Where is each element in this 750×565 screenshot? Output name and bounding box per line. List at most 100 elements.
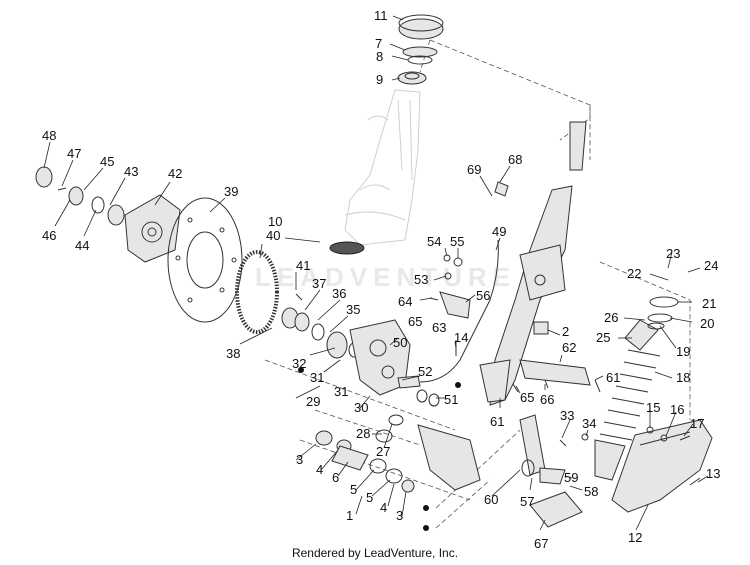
callout: 16 (670, 402, 684, 417)
callout: 3 (396, 508, 403, 523)
callout: 13 (706, 466, 720, 481)
cable-clip (494, 181, 509, 197)
head-bearing-set (397, 14, 444, 85)
callout: 11 (374, 8, 388, 23)
callout: 18 (676, 370, 690, 385)
sensor-bracket (429, 254, 471, 319)
hub-small-parts (35, 166, 125, 226)
callout: 64 (398, 294, 412, 309)
callout: 28 (356, 426, 370, 441)
shock-absorber (594, 296, 679, 481)
wheel-hub (124, 194, 181, 263)
cover-ring (329, 241, 365, 255)
callout-labels: 11 7 8 9 48 47 45 43 42 39 46 44 10 40 4… (42, 8, 720, 551)
callout: 49 (492, 224, 506, 239)
callout: 31 (334, 384, 348, 399)
dot-marker (423, 525, 429, 531)
callout: 5 (350, 482, 357, 497)
brake-disc (167, 197, 243, 323)
fender (611, 419, 713, 513)
cylinder (529, 491, 583, 528)
callout: 68 (508, 152, 522, 167)
callout: 47 (67, 146, 81, 161)
callout: 48 (42, 128, 56, 143)
callout: 25 (596, 330, 610, 345)
callout: 58 (584, 484, 598, 499)
callout: 30 (354, 400, 368, 415)
callout: 37 (312, 276, 326, 291)
callout: 31 (310, 370, 324, 385)
pad (533, 321, 549, 335)
callout: 45 (100, 154, 114, 169)
abs-tone-ring (235, 250, 279, 334)
callout: 55 (450, 234, 464, 249)
callout: 61 (490, 414, 504, 429)
callout: 50 (393, 335, 407, 350)
callout: 42 (168, 166, 182, 181)
fork-tube (479, 121, 587, 406)
callout: 63 (432, 320, 446, 335)
callout: 60 (484, 492, 498, 507)
callout: 46 (42, 228, 56, 243)
callout: 4 (316, 462, 323, 477)
callout: 20 (700, 316, 714, 331)
callout: 51 (444, 392, 458, 407)
callout: 61 (606, 370, 620, 385)
callout: 2 (562, 324, 569, 339)
callout: 27 (376, 444, 390, 459)
callout: 65 (408, 314, 422, 329)
callout: 43 (124, 164, 138, 179)
callout: 56 (476, 288, 490, 303)
callout: 35 (346, 302, 360, 317)
dashed-lines (264, 39, 691, 529)
callout: 22 (627, 266, 641, 281)
callout: 1 (346, 508, 353, 523)
callout: 44 (75, 238, 89, 253)
link-arm (417, 424, 481, 491)
callout: 15 (646, 400, 660, 415)
callout: 6 (332, 470, 339, 485)
callout: 54 (427, 234, 441, 249)
callout: 4 (380, 500, 387, 515)
watermark: LEADVENTURE (255, 262, 517, 292)
callout: 53 (414, 272, 428, 287)
bolts (455, 340, 701, 486)
callout: 41 (296, 258, 310, 273)
callout: 69 (467, 162, 481, 177)
bracket (519, 359, 591, 386)
callout: 39 (224, 184, 238, 199)
callout: 26 (604, 310, 618, 325)
callout: 66 (540, 392, 554, 407)
callout: 40 (266, 228, 280, 243)
callout: 38 (226, 346, 240, 361)
callout: 34 (582, 416, 596, 431)
callout: 5 (366, 490, 373, 505)
brake-caliper (349, 319, 411, 396)
callout: 23 (666, 246, 680, 261)
callout: 29 (306, 394, 320, 409)
callout: 24 (704, 258, 718, 273)
pivot-axle (315, 414, 415, 493)
axle-spacers (281, 293, 360, 359)
swing-arm (519, 414, 566, 485)
callout: 59 (564, 470, 578, 485)
footer-credit: Rendered by LeadVenture, Inc. (291, 546, 459, 560)
callout: 8 (376, 49, 383, 64)
dot-marker (423, 505, 429, 511)
callout: 65 (520, 390, 534, 405)
dot-marker (455, 382, 461, 388)
leader-lines (43, 15, 709, 531)
callout: 3 (296, 452, 303, 467)
callout: 19 (676, 344, 690, 359)
callout: 57 (520, 494, 534, 509)
callout: 7 (375, 36, 382, 51)
callout: 14 (454, 330, 468, 345)
callout: 21 (702, 296, 716, 311)
callout: 36 (332, 286, 346, 301)
callout: 17 (690, 416, 704, 431)
callout: 62 (562, 340, 576, 355)
frame-ghost (344, 89, 421, 246)
callout: 67 (534, 536, 548, 551)
